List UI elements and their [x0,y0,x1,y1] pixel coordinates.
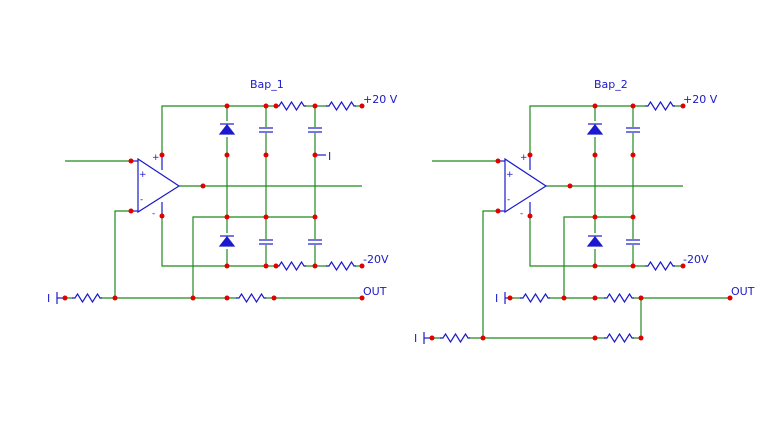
circuit-1-nodes [62,103,365,301]
opamp-2-plus-input: + [506,170,514,180]
circuit-2-input-label-1: I [495,292,498,305]
opamp-1-supply-plus: + [152,153,160,163]
circuit-1-neg-supply-label: -20V [363,253,389,266]
opamp-2-minus-input: - [507,195,510,205]
circuit-1-title: Вар_1 [250,78,284,91]
circuit-var-2: Вар_2 + - + - [414,78,755,345]
opamp-2: + - + - [498,153,548,219]
circuit-2-pos-supply-label: +20 V [683,93,718,106]
circuit-2-input-label-2: I [414,332,417,345]
opamp-1: + - + - [131,153,181,219]
ground-symbol-1: I [328,150,331,163]
opamp-1-plus-input: + [139,170,147,180]
circuit-1-components: I [56,100,357,304]
circuit-2-out-label: OUT [731,285,755,298]
circuit-var-1: Вар_1 [47,78,398,305]
circuit-2-title: Вар_2 [594,78,628,91]
opamp-2-supply-minus: - [520,209,523,219]
opamp-2-supply-plus: + [520,153,528,163]
circuit-2-wires [432,105,730,339]
circuit-1-wires [65,105,362,299]
circuit-1-pos-supply-label: +20 V [363,93,398,106]
opamp-1-minus-input: - [140,195,143,205]
circuit-2-components [423,100,676,344]
opamp-1-supply-minus: - [152,209,155,219]
circuit-2-nodes [429,103,733,341]
circuit-1-input-label: I [47,292,50,305]
circuit-2-neg-supply-label: -20V [683,253,709,266]
circuit-1-out-label: OUT [363,285,387,298]
